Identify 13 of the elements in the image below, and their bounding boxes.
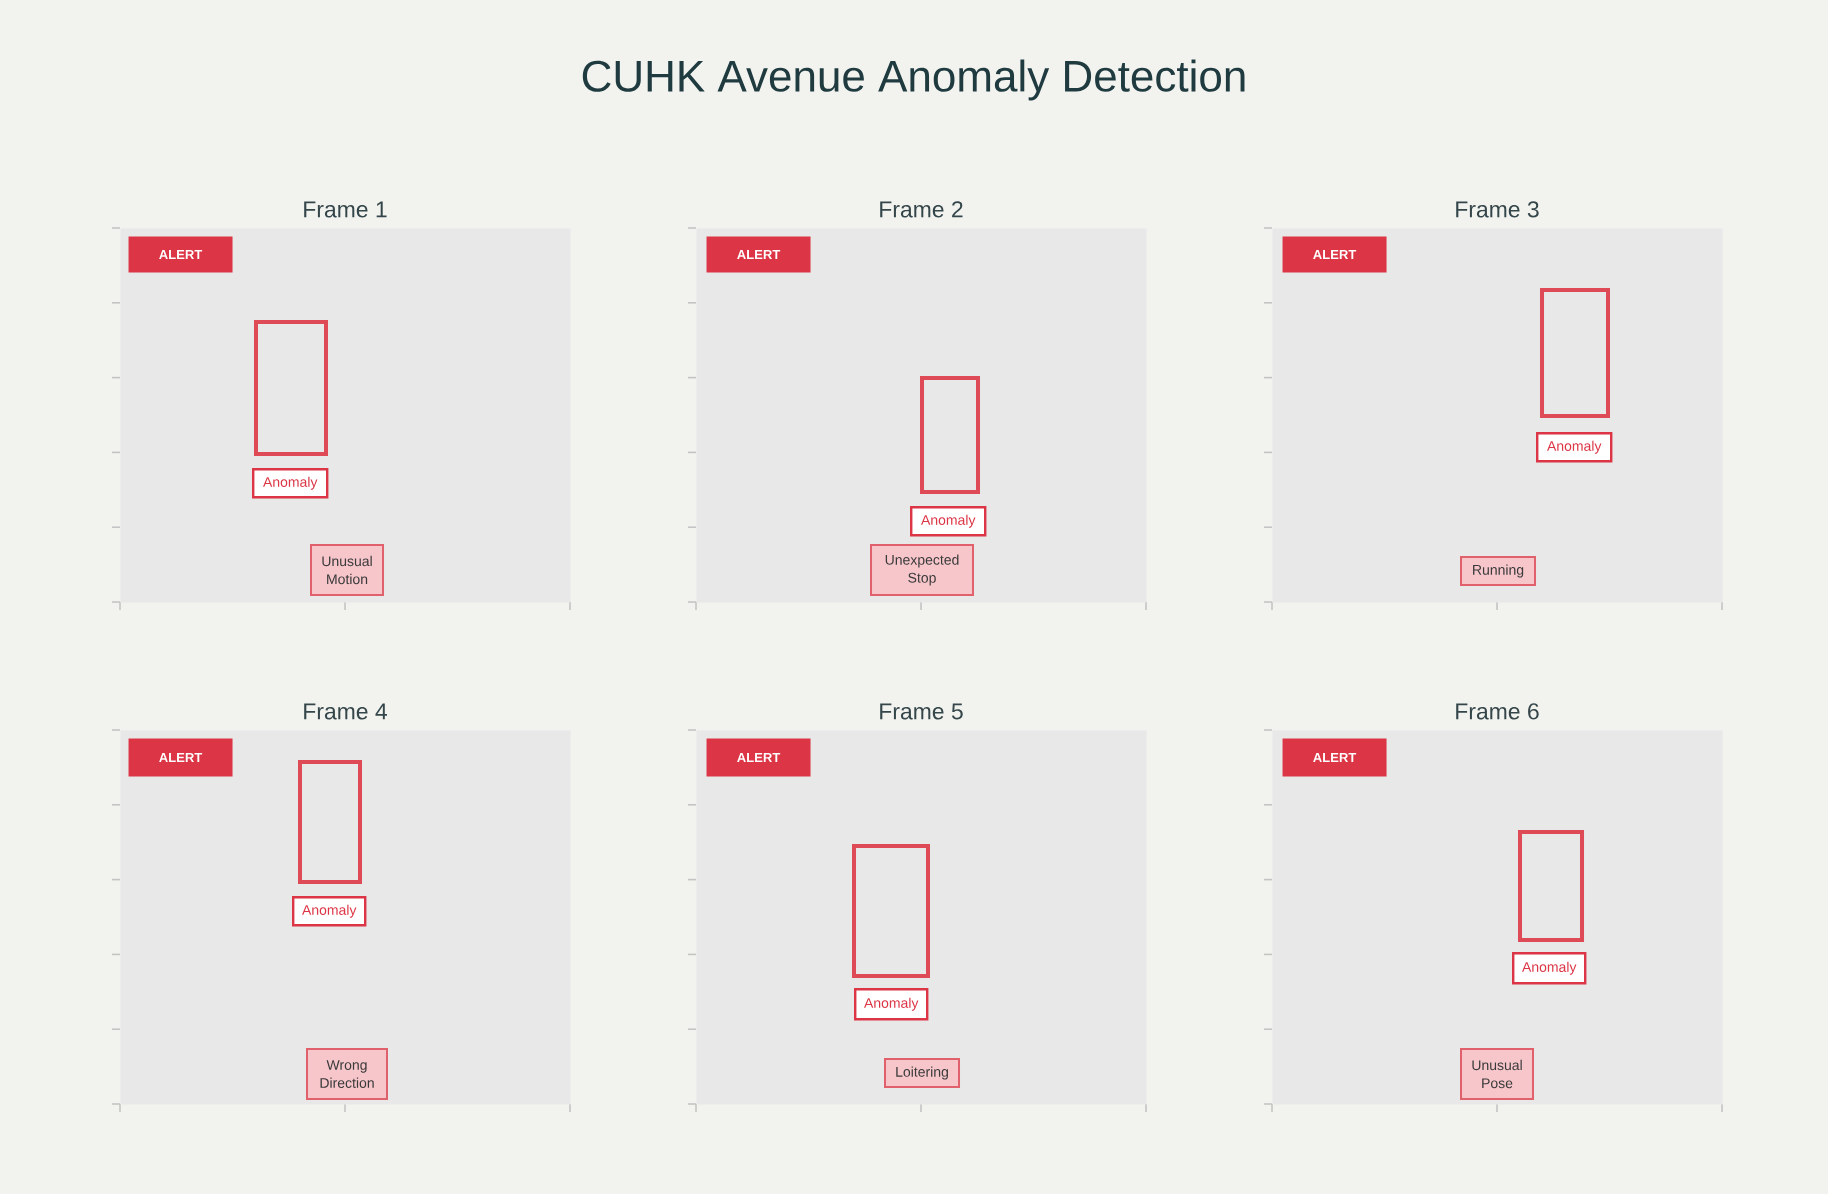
bounding-box	[1518, 830, 1584, 942]
title: CUHK Avenue Anomaly Detection	[582, 59, 1245, 101]
panel-title: Frame 5	[880, 703, 963, 720]
panel-title: Frame 1	[304, 201, 387, 218]
bounding-box	[254, 320, 328, 456]
bounding-box	[298, 760, 362, 884]
bounding-box	[920, 376, 980, 494]
bounding-box	[1540, 288, 1610, 418]
panel-title: Frame 6	[1456, 703, 1539, 720]
panel-title: Frame 4	[304, 703, 387, 720]
panel-title: Frame 3	[1456, 201, 1539, 218]
panel-title: Frame 2	[880, 201, 963, 218]
bounding-box	[852, 844, 930, 978]
